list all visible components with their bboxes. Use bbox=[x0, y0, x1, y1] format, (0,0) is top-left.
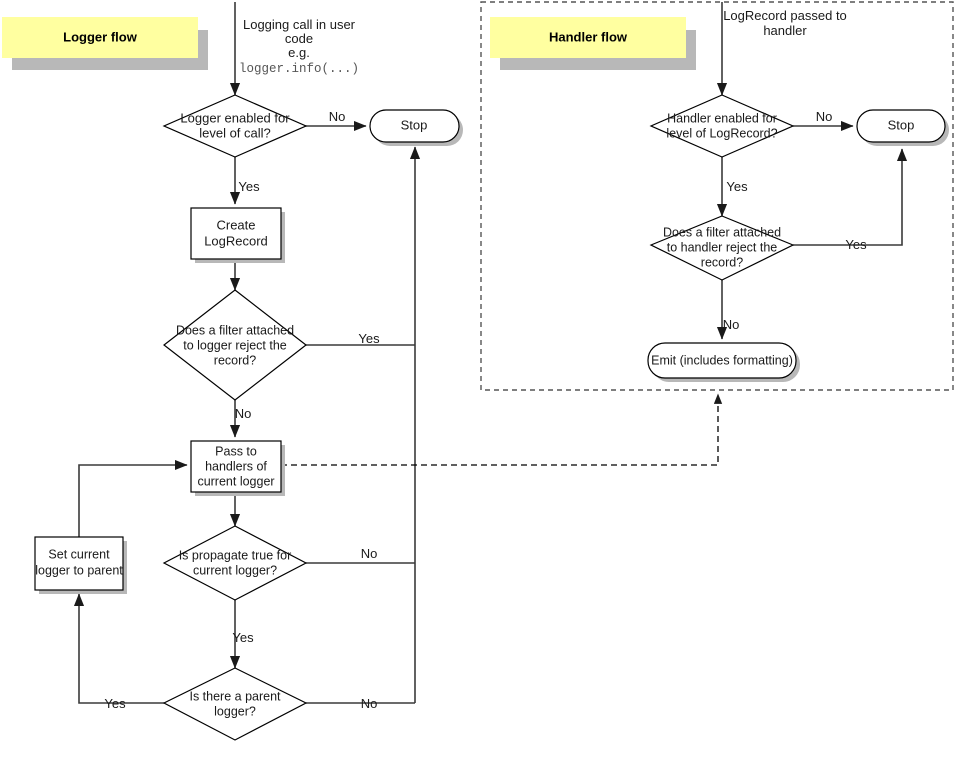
logger-flow-banner-label: Logger flow bbox=[63, 29, 138, 44]
node-pass-to-handlers[interactable] bbox=[190, 440, 282, 493]
node-pass-to-handlers-line2: handlers of bbox=[205, 459, 267, 473]
handler-flow-banner bbox=[490, 17, 686, 58]
handler-flow-banner-label: Handler flow bbox=[549, 29, 628, 44]
node-logger-filter-line3: record? bbox=[214, 353, 256, 367]
node-parent-logger[interactable] bbox=[162, 667, 308, 741]
node-handler-enabled[interactable] bbox=[649, 94, 795, 158]
handler-entry-caption-line1: LogRecord passed to bbox=[723, 8, 847, 23]
node-pass-to-handlers-line3: current logger bbox=[197, 474, 274, 488]
edge-handler-filter-yes bbox=[793, 148, 908, 246]
edge-pass-to-handler-flow bbox=[281, 393, 723, 466]
node-propagate-line2: current logger? bbox=[193, 563, 277, 577]
node-handler-stop-label: Stop bbox=[888, 117, 915, 132]
node-create-logrecord-line2: LogRecord bbox=[204, 233, 268, 248]
edge-label-handler-enabled-yes: Yes bbox=[726, 179, 748, 194]
edge-set-parent-to-pass bbox=[78, 459, 188, 537]
node-emit-label: Emit (includes formatting) bbox=[651, 353, 793, 367]
node-logger-stop-label: Stop bbox=[401, 117, 428, 132]
node-logger-enabled-line2: level of call? bbox=[199, 125, 271, 140]
edge-label-logger-enabled-yes: Yes bbox=[238, 179, 260, 194]
node-handler-enabled-line2: level of LogRecord? bbox=[666, 126, 777, 140]
logger-entry-caption-line2: code bbox=[285, 31, 313, 46]
logger-entry-caption-code: logger.info(...) bbox=[239, 62, 359, 76]
node-create-logrecord[interactable] bbox=[190, 207, 282, 260]
edge-parent-logger-yes bbox=[73, 593, 164, 704]
logger-entry-caption-line1: Logging call in user bbox=[243, 17, 356, 32]
node-emit[interactable] bbox=[647, 342, 797, 379]
edge-label-logger-filter-no: No bbox=[235, 406, 252, 421]
node-handler-filter-line1: Does a filter attached bbox=[663, 225, 781, 239]
edge-label-propagate-yes: Yes bbox=[232, 630, 254, 645]
node-handler-filter-line2: to handler reject the bbox=[667, 240, 778, 254]
edge-label-handler-enabled-no: No bbox=[816, 109, 833, 124]
edge-label-handler-filter-yes: Yes bbox=[845, 237, 867, 252]
node-logger-filter[interactable] bbox=[163, 289, 307, 401]
node-set-parent[interactable] bbox=[34, 536, 124, 591]
edge-label-propagate-no: No bbox=[361, 546, 378, 561]
node-logger-enabled-line1: Logger enabled for bbox=[180, 110, 290, 125]
logger-entry-caption-line3: e.g. bbox=[288, 45, 310, 60]
node-handler-enabled-line1: Handler enabled for bbox=[667, 111, 777, 125]
node-logger-filter-line2: to logger reject the bbox=[183, 338, 287, 352]
edge-label-handler-filter-no: No bbox=[723, 317, 740, 332]
node-logger-filter-line1: Does a filter attached bbox=[176, 323, 294, 337]
node-create-logrecord-line1: Create bbox=[216, 217, 255, 232]
node-logger-enabled[interactable] bbox=[162, 94, 308, 158]
node-handler-filter[interactable] bbox=[649, 215, 795, 281]
node-pass-to-handlers-line1: Pass to bbox=[215, 444, 257, 458]
edge-label-parent-logger-no: No bbox=[361, 696, 378, 711]
node-propagate-line1: Is propagate true for bbox=[179, 548, 292, 562]
node-propagate[interactable] bbox=[162, 525, 308, 601]
node-parent-logger-line1: Is there a parent bbox=[189, 689, 281, 703]
node-logger-stop[interactable] bbox=[369, 109, 460, 143]
logger-flow-banner bbox=[2, 17, 198, 58]
edge-label-parent-logger-yes: Yes bbox=[104, 696, 126, 711]
handler-flow-group-border bbox=[480, 1, 954, 391]
node-handler-filter-line3: record? bbox=[701, 255, 743, 269]
handler-entry-caption-line2: handler bbox=[763, 23, 807, 38]
edge-label-logger-enabled-no: No bbox=[329, 109, 346, 124]
node-set-parent-line2: logger to parent bbox=[35, 563, 123, 577]
node-handler-stop[interactable] bbox=[856, 109, 946, 143]
node-set-parent-line1: Set current bbox=[48, 547, 110, 561]
node-parent-logger-line2: logger? bbox=[214, 704, 256, 718]
edge-label-logger-filter-yes: Yes bbox=[358, 331, 380, 346]
